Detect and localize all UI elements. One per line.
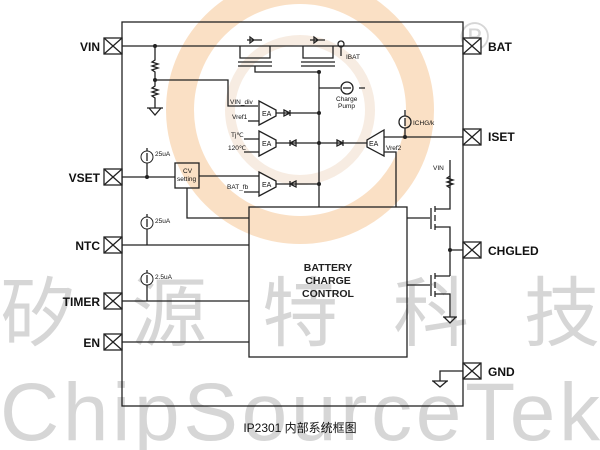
pin-vin[interactable]: [103, 37, 123, 55]
control-label-3: CONTROL: [302, 288, 354, 300]
error-amplifier-thermal: EA Tj℃ 120℃: [228, 129, 367, 158]
svg-text:VIN_div: VIN_div: [230, 99, 254, 106]
charge-pump-label-1: Charge: [336, 96, 358, 103]
battery-charge-control-block: [248, 206, 408, 358]
pin-label-vset: VSET: [69, 171, 101, 185]
pin-bat[interactable]: [462, 37, 482, 55]
error-amplifier-voltage: EA BAT_fb: [199, 170, 321, 198]
pin-label-iset: ISET: [488, 130, 515, 144]
pin-en[interactable]: [103, 333, 123, 351]
pin-gnd[interactable]: [462, 362, 482, 380]
pin-label-chgled: CHGLED: [488, 244, 539, 258]
power-mosfet-1: [238, 35, 272, 70]
current-source-timer: 2.5uA: [140, 270, 173, 301]
svg-text:EA: EA: [262, 111, 272, 118]
figure-caption: IP2301 内部系统框图: [243, 420, 356, 435]
cv-label-2: setting: [177, 176, 197, 183]
current-source-ntc: 25uA: [140, 214, 171, 245]
error-amplifier-1: EA VIN_div Vref1: [230, 99, 321, 127]
pin-timer[interactable]: [103, 292, 123, 310]
svg-text:ICHG/k: ICHG/k: [413, 120, 435, 127]
charge-pump-icon: [340, 81, 354, 95]
pin-label-gnd: GND: [488, 365, 515, 379]
svg-text:2.5uA: 2.5uA: [155, 274, 173, 281]
watermark-english: ChipSourceTek: [0, 367, 600, 450]
pin-ntc[interactable]: [103, 236, 123, 254]
pin-label-ntc: NTC: [75, 239, 100, 253]
pin-vset[interactable]: [103, 168, 123, 186]
control-label-2: CHARGE: [305, 275, 351, 287]
svg-text:BAT_fb: BAT_fb: [227, 184, 249, 191]
ground-icon: [432, 370, 463, 388]
ibat-label: IBAT: [346, 54, 360, 61]
svg-text:25uA: 25uA: [155, 151, 171, 158]
chip-outline: [121, 21, 464, 407]
ichg-current-source-icon: [398, 115, 412, 129]
pin-iset[interactable]: [462, 128, 482, 146]
pin-label-bat: BAT: [488, 40, 512, 54]
power-mosfet-2: [301, 35, 335, 67]
control-label-1: BATTERY: [304, 262, 352, 274]
pin-chgled[interactable]: [462, 241, 482, 259]
pin-label-timer: TIMER: [63, 295, 101, 309]
charge-pump-label-2: Pump: [338, 103, 355, 110]
svg-text:Vref2: Vref2: [386, 145, 402, 152]
pin-label-en: EN: [83, 336, 100, 350]
pullup-resistor: [444, 175, 456, 276]
current-source-vset: 25uA: [140, 148, 171, 177]
error-amplifier-current: EA Vref2 ICHG/k: [366, 110, 463, 207]
svg-text:EA: EA: [262, 182, 272, 189]
svg-text:25uA: 25uA: [155, 218, 171, 225]
pin-label-vin: VIN: [80, 40, 100, 54]
svg-text:Tj℃: Tj℃: [231, 132, 244, 139]
svg-text:EA: EA: [369, 141, 379, 148]
svg-text:EA: EA: [262, 141, 272, 148]
vin-small-label: VIN: [433, 165, 444, 172]
svg-text:Vref1: Vref1: [232, 114, 248, 121]
chgled-mosfets: [407, 160, 463, 324]
svg-text:120℃: 120℃: [228, 145, 247, 152]
cv-label-1: CV: [183, 168, 193, 175]
watermark-logo: [166, 0, 434, 244]
